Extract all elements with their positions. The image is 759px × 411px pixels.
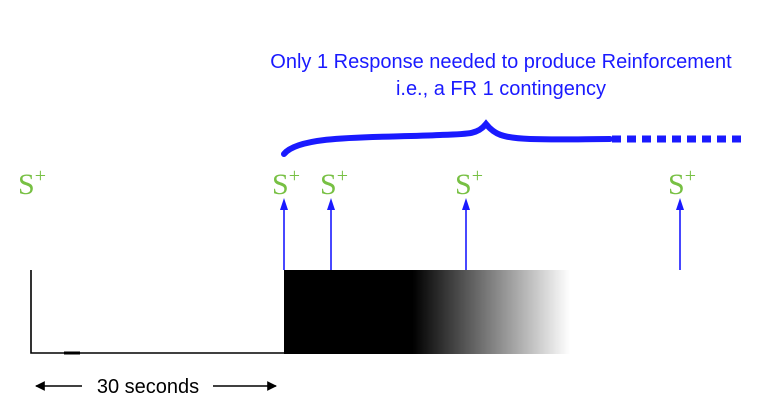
reinforcement-bar (284, 270, 574, 354)
stimulus-label-3: S+ (320, 165, 348, 201)
timeline-baseline (30, 270, 284, 354)
scale-label: 30 seconds (97, 376, 199, 398)
stimulus-label-1: S+ (18, 165, 46, 201)
stimulus-label-5: S+ (668, 165, 696, 201)
caption-line-2: i.e., a FR 1 contingency (396, 78, 606, 100)
response-arrowhead-3 (462, 198, 470, 210)
stimulus-label-4: S+ (455, 165, 483, 201)
response-arrowhead-4 (676, 198, 684, 210)
response-arrowhead-1 (280, 198, 288, 210)
reinforcement-brace (281, 119, 613, 157)
response-arrows (280, 198, 684, 270)
caption-line-1: Only 1 Response needed to produce Reinfo… (270, 51, 732, 73)
response-arrowhead-2 (327, 198, 335, 210)
stimulus-label-2: S+ (272, 165, 300, 201)
